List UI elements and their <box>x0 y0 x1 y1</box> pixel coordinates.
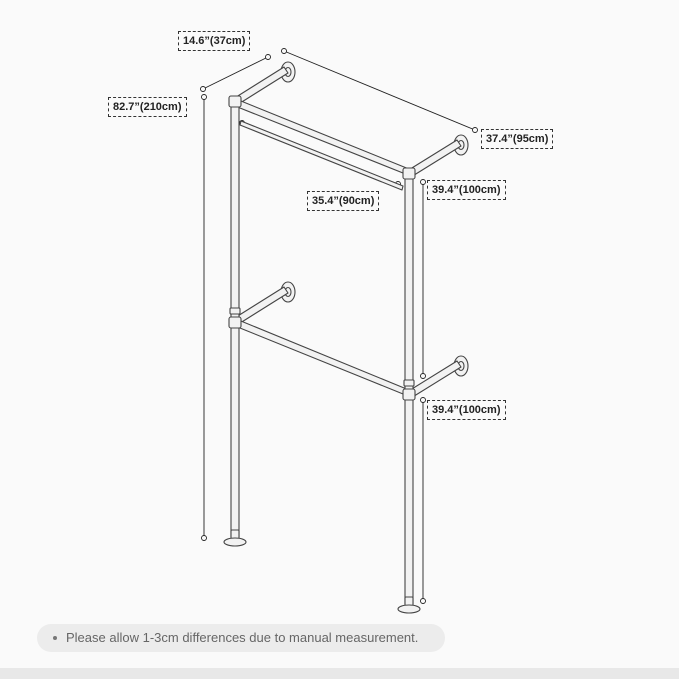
lower-hanging-rod <box>234 318 410 397</box>
top-inner-rail <box>239 120 404 191</box>
total-height-label: 82.7”(210cm) <box>108 97 187 117</box>
depth-label: 14.6”(37cm) <box>178 31 251 51</box>
bullet-icon <box>53 635 57 640</box>
top-hanging-rod <box>234 98 410 176</box>
rod-length-label: 35.4”(90cm) <box>307 191 380 211</box>
top-width-label: 37.4”(95cm) <box>481 129 554 149</box>
tee-fitting-mid-right <box>402 388 416 401</box>
tee-fitting-top-right <box>402 167 416 180</box>
depth-dimension-line <box>202 56 269 90</box>
tee-fitting-mid-left <box>228 316 242 329</box>
lower-section-height-label: 39.4”(100cm) <box>427 400 506 420</box>
measurement-note: Please allow 1-3cm differences due to ma… <box>37 624 445 652</box>
top-width-dimension-line <box>283 50 476 131</box>
measurement-note-text: Please allow 1-3cm differences due to ma… <box>66 630 419 645</box>
floor-flange-left <box>223 537 247 547</box>
bottom-strip <box>0 668 679 679</box>
tee-fitting-top-left <box>228 95 242 108</box>
rack-pipes <box>223 61 469 614</box>
upper-section-height-label: 39.4”(100cm) <box>427 180 506 200</box>
floor-flange-right <box>397 604 421 614</box>
